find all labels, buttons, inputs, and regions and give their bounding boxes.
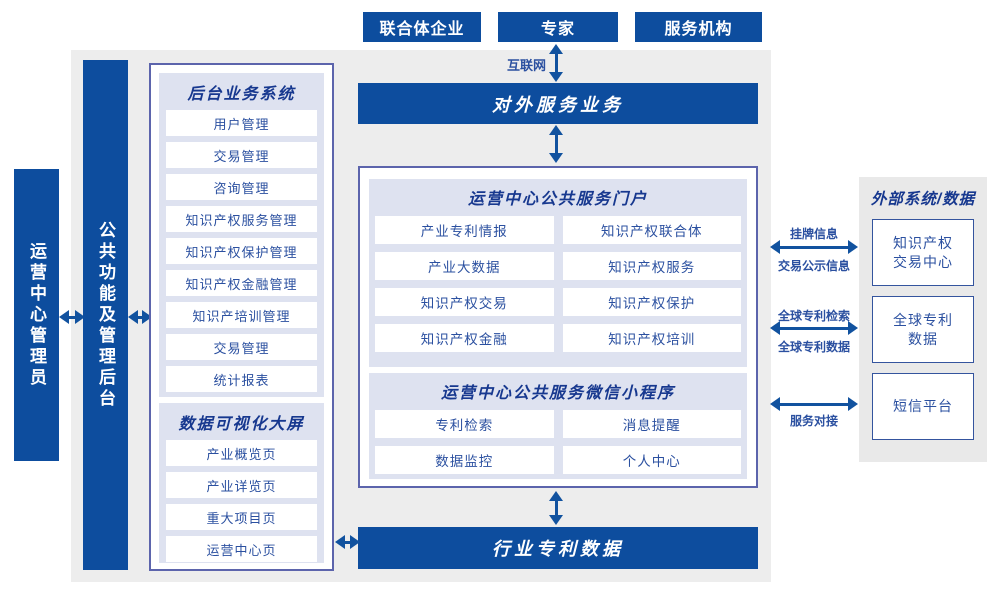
link2-bottom-label: 全球专利数据: [777, 340, 850, 354]
portal-items-grid: 产业专利情报 知识产权联合体 产业大数据 知识产权服务 知识产权交易 知识产权保…: [369, 216, 747, 352]
portal-panel: 运营中心公共服务门户 产业专利情报 知识产权联合体 产业大数据 知识产权服务 知…: [369, 179, 747, 367]
dashboard-items-list: 产业概览页 产业详览页 重大项目页 运营中心页: [159, 440, 324, 562]
link2-top-label: 全球专利检索: [777, 309, 850, 323]
external-box-sms-platform: 短信平台: [872, 373, 974, 440]
actor-label: 专家: [540, 21, 575, 38]
external-box-line: 全球专利: [893, 311, 953, 328]
backend-item: 知识产权服务管理: [166, 206, 317, 232]
service-portal-double-arrow-icon: [549, 125, 563, 163]
dashboard-item: 产业概览页: [166, 440, 317, 466]
miniprogram-item: 消息提醒: [562, 410, 741, 438]
portal-item: 知识产权金融: [375, 324, 554, 352]
actor-box-service-agency: 服务机构: [635, 12, 762, 42]
admin-common-double-arrow-icon: [59, 310, 85, 324]
common-backend-bar: 公共功能及管理后台: [83, 60, 128, 570]
external-box-line: 知识产权: [893, 234, 953, 251]
external-box-line: 交易中心: [893, 253, 953, 270]
miniprogram-items-grid: 专利检索 消息提醒 数据监控 个人中心: [369, 410, 747, 474]
external-box-line: 短信平台: [893, 398, 953, 415]
miniprogram-panel-title: 运营中心公共服务微信小程序: [440, 385, 675, 402]
link1-top-label: 挂牌信息: [789, 227, 838, 241]
portal-panel-title: 运营中心公共服务门户: [467, 191, 648, 208]
external-box-line: 数据: [908, 330, 938, 347]
link3-double-arrow-icon: [770, 397, 858, 411]
center-service-container: 运营中心公共服务门户 产业专利情报 知识产权联合体 产业大数据 知识产权服务 知…: [358, 166, 758, 488]
data-visualization-title: 数据可视化大屏: [178, 416, 305, 433]
miniprogram-panel: 运营中心公共服务微信小程序 专利检索 消息提醒 数据监控 个人中心: [369, 373, 747, 479]
link2-double-arrow-icon: [770, 321, 858, 335]
backend-item: 用户管理: [166, 110, 317, 136]
actor-box-consortium-enterprise: 联合体企业: [363, 12, 481, 42]
internet-double-arrow-icon: [549, 44, 563, 82]
external-systems-title: 外部系统/数据: [870, 191, 976, 208]
portal-item: 知识产权联合体: [562, 216, 741, 244]
common-backend-label: 公共功能及管理后台: [96, 220, 115, 410]
industry-patent-data-label: 行业专利数据: [492, 539, 624, 559]
operations-admin-box: 运营中心管理员: [14, 169, 59, 461]
link3-bottom-label: 服务对接: [789, 414, 838, 428]
link1-bottom-label: 交易公示信息: [777, 259, 850, 273]
external-box-ip-trading-center: 知识产权 交易中心: [872, 219, 974, 286]
backend-container: 后台业务系统 用户管理 交易管理 咨询管理 知识产权服务管理 知识产权保护管理 …: [149, 63, 334, 571]
backend-item: 知识产权保护管理: [166, 238, 317, 264]
external-service-bar-label: 对外服务业务: [492, 94, 624, 115]
backend-item: 知识产权金融管理: [166, 270, 317, 296]
common-backendpanel-double-arrow-icon: [128, 310, 152, 324]
backend-items-list: 用户管理 交易管理 咨询管理 知识产权服务管理 知识产权保护管理 知识产权金融管…: [159, 110, 324, 392]
actor-box-expert: 专家: [498, 12, 618, 42]
backend-item: 咨询管理: [166, 174, 317, 200]
backend-item: 交易管理: [166, 142, 317, 168]
backend-item: 交易管理: [166, 334, 317, 360]
backend-item: 知识产培训管理: [166, 302, 317, 328]
miniprogram-item: 数据监控: [375, 446, 554, 474]
external-systems-panel: 外部系统/数据 知识产权 交易中心 全球专利 数据 短信平台: [859, 177, 987, 462]
internet-label: 互联网: [506, 58, 546, 73]
portal-item: 知识产权服务: [562, 252, 741, 280]
miniprogram-item: 专利检索: [375, 410, 554, 438]
external-box-global-patent-data: 全球专利 数据: [872, 296, 974, 363]
portal-patentdata-double-arrow-icon: [549, 491, 563, 525]
operations-admin-label: 运营中心管理员: [27, 241, 46, 389]
portal-item: 产业大数据: [375, 252, 554, 280]
backend-system-panel: 后台业务系统 用户管理 交易管理 咨询管理 知识产权服务管理 知识产权保护管理 …: [159, 73, 324, 397]
portal-item: 知识产权培训: [562, 324, 741, 352]
miniprogram-item: 个人中心: [562, 446, 741, 474]
actor-label: 联合体企业: [379, 21, 465, 38]
backend-system-title: 后台业务系统: [187, 86, 296, 103]
dashboard-patentdata-double-arrow-icon: [335, 535, 360, 549]
external-service-bar: 对外服务业务: [358, 83, 758, 124]
industry-patent-data-bar: 行业专利数据: [358, 527, 758, 569]
dashboard-item: 重大项目页: [166, 504, 317, 530]
data-visualization-panel: 数据可视化大屏 产业概览页 产业详览页 重大项目页 运营中心页: [159, 403, 324, 563]
dashboard-item: 产业详览页: [166, 472, 317, 498]
portal-item: 产业专利情报: [375, 216, 554, 244]
portal-item: 知识产权保护: [562, 288, 741, 316]
portal-item: 知识产权交易: [375, 288, 554, 316]
actor-label: 服务机构: [664, 21, 733, 38]
link1-double-arrow-icon: [770, 240, 858, 254]
backend-item: 统计报表: [166, 366, 317, 392]
dashboard-item: 运营中心页: [166, 536, 317, 562]
